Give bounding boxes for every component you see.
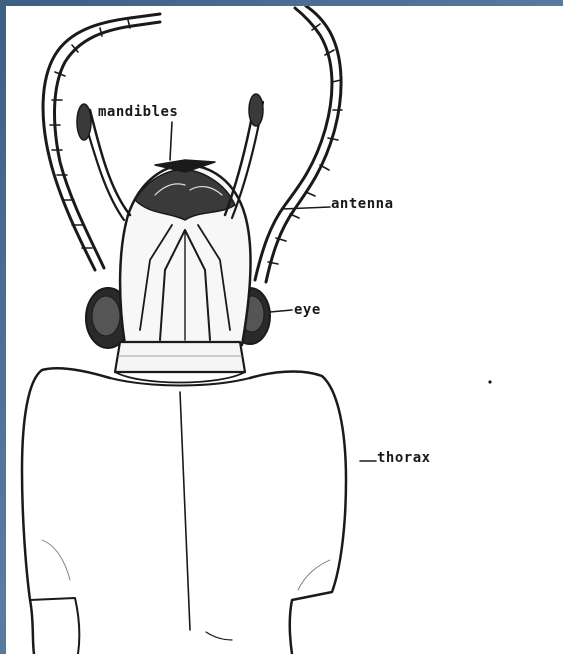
mandibles-label: mandibles <box>98 104 178 120</box>
thorax-label: thorax <box>377 450 431 466</box>
head-capsule <box>120 165 250 345</box>
stray-speck <box>488 380 491 383</box>
thorax-shape <box>22 368 346 654</box>
beetle-head-illustration <box>6 6 563 654</box>
mandibles-leader-line <box>170 122 172 160</box>
right-antenna <box>255 6 342 282</box>
eye-label: eye <box>294 302 321 318</box>
antenna-leader-line <box>282 207 330 209</box>
diagram-paper: mandibles antenna eye thorax <box>6 6 563 654</box>
eye-leader-line <box>270 310 292 312</box>
antenna-label: antenna <box>331 196 394 212</box>
neck-collar <box>115 342 245 383</box>
